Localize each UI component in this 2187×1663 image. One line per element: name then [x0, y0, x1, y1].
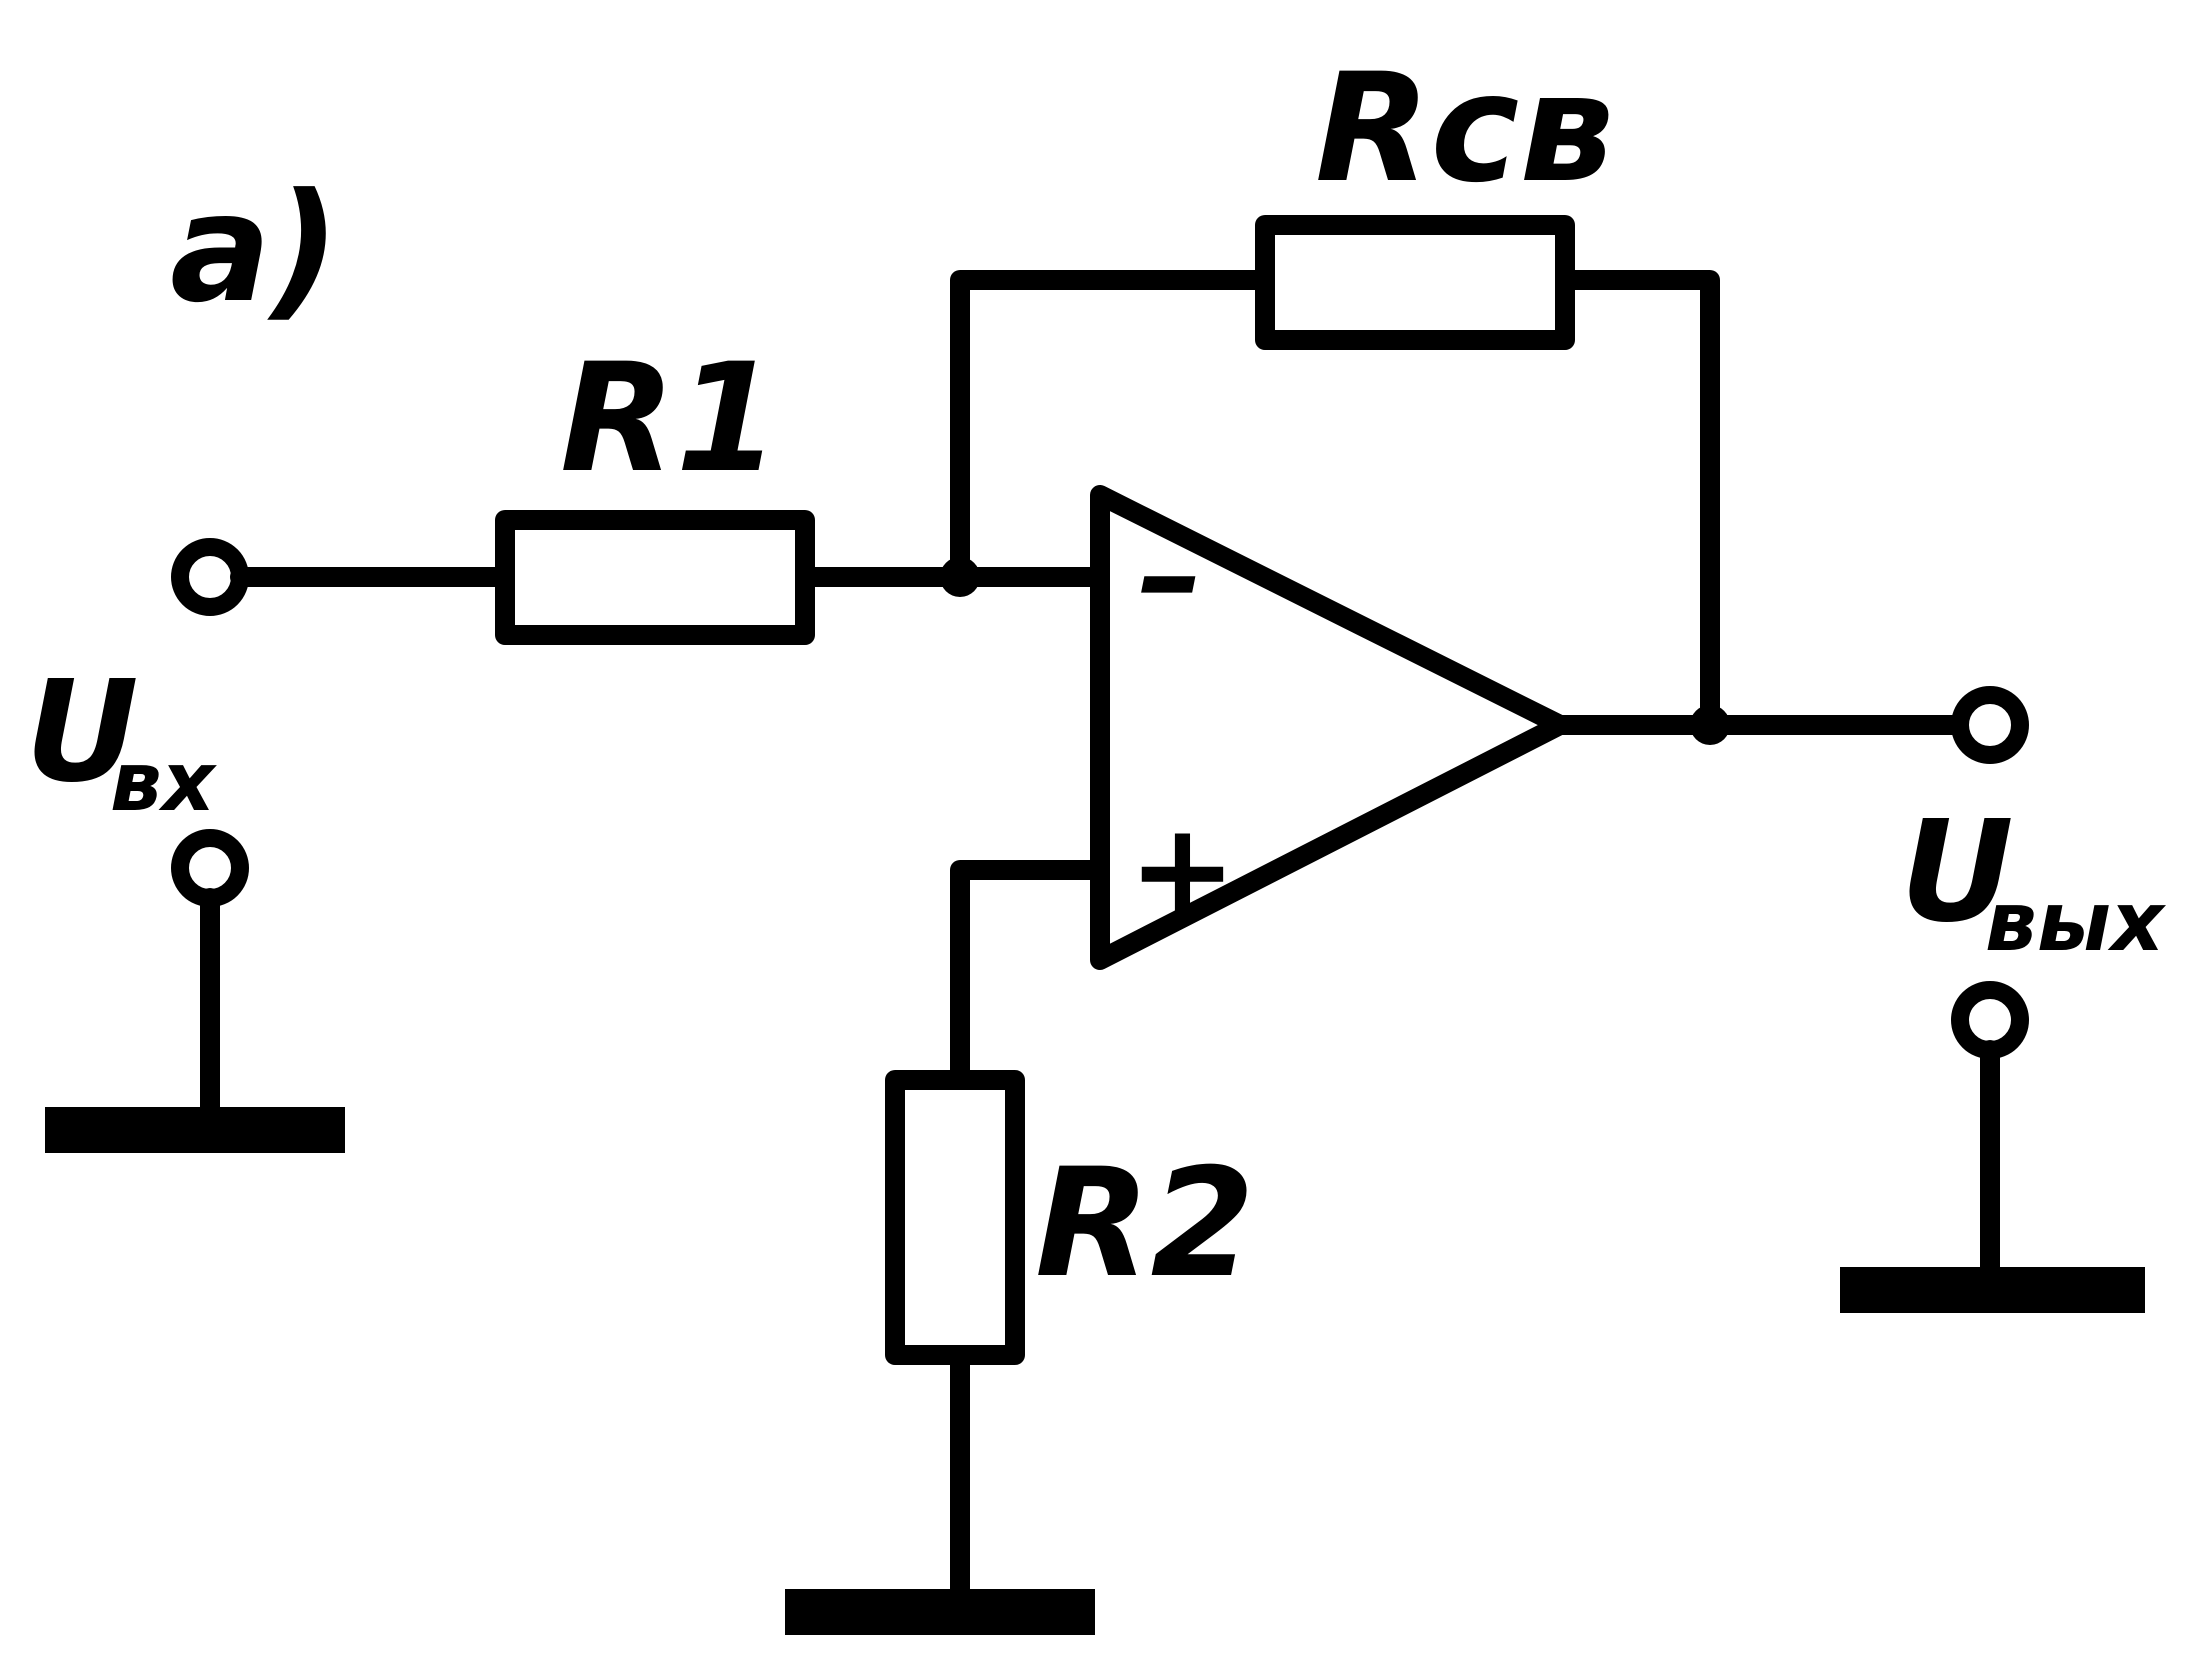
noninverting-sign: + — [1128, 794, 1237, 946]
output-node — [1690, 705, 1730, 745]
resistor-rfb — [1255, 215, 1575, 350]
input-voltage-label: U вх — [25, 651, 218, 830]
output-voltage-label: U вых — [1900, 791, 2167, 970]
opamp-triangle — [1090, 485, 1570, 970]
r2-label: R2 — [1035, 1137, 1255, 1311]
figure-label: a) — [170, 162, 340, 336]
inverting-sign: – — [1138, 499, 1203, 651]
input-voltage-main: U — [25, 651, 139, 814]
output-terminal — [1951, 686, 2029, 764]
resistor-r2 — [885, 1070, 1025, 1365]
resistor-r1 — [495, 510, 815, 645]
feedback-wire-right — [1555, 270, 1720, 735]
output-voltage-main: U — [1900, 791, 2014, 954]
feedback-wire-left — [950, 270, 1275, 587]
output-voltage-sub: вых — [1985, 875, 2167, 970]
rfb-label: Rсв — [1315, 42, 1614, 216]
input-voltage-sub: вх — [110, 735, 218, 830]
noninverting-wire — [950, 860, 1110, 1090]
r1-label: R1 — [560, 332, 780, 506]
